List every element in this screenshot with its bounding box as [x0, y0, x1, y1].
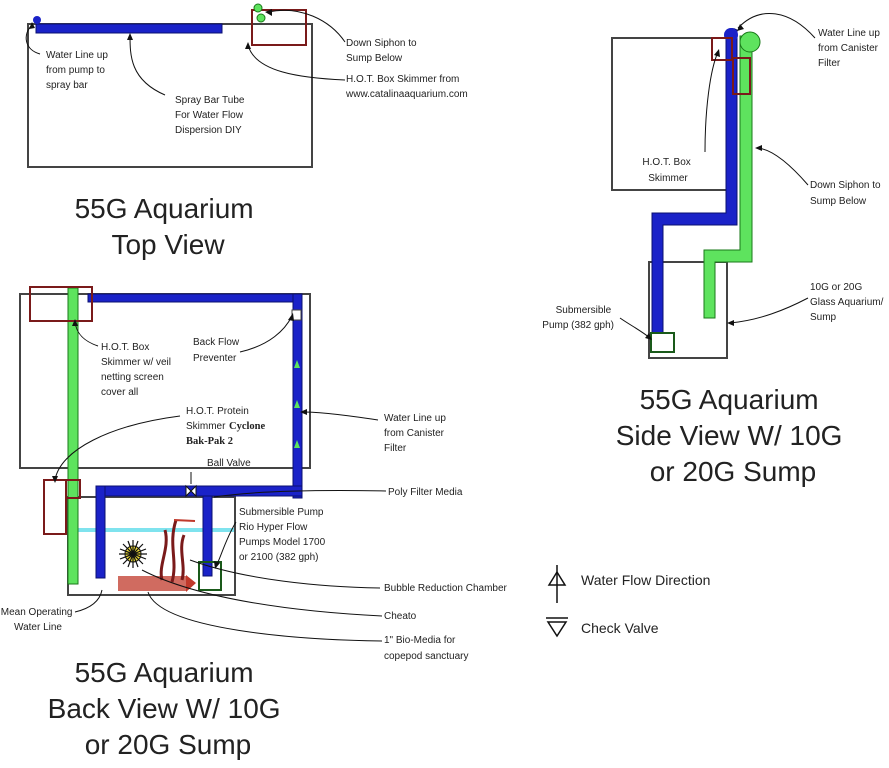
legend-flow-label: Water Flow Direction — [581, 572, 710, 588]
leader-arrowhead — [755, 145, 762, 151]
leader-arrowhead — [727, 320, 734, 326]
title-side-view: 55G Aquarium Side View W/ 10G or 20G Sum… — [616, 384, 850, 487]
leader-arrowhead — [245, 42, 251, 49]
leader-down-siphon-top — [267, 9, 346, 43]
top-view-siphon-b — [256, 13, 266, 23]
label-poly-filter: Poly Filter Media — [388, 487, 463, 498]
side-view-hot-box-back — [732, 57, 751, 95]
label-back-protein: H.O.T. Protein Skimmer — [186, 406, 252, 432]
back-view-cheato — [119, 540, 147, 568]
leader-side-down-siphon — [757, 147, 809, 186]
leader-side-sump — [729, 297, 809, 324]
back-view-spray-bar — [87, 293, 297, 303]
leader-bio-media — [147, 591, 383, 642]
leader-arrowhead — [737, 24, 744, 31]
top-view-pump-inlet — [33, 16, 41, 24]
leader-arrowhead — [29, 22, 35, 29]
leader-back-water-line — [302, 411, 379, 421]
label-side-sump: 10G or 20G Glass Aquarium/ Sump — [810, 282, 886, 323]
label-spray-bar: Spray Bar Tube For Water Flow Dispersion… — [175, 95, 247, 136]
label-ball-valve: Ball Valve — [207, 458, 251, 469]
back-view-siphon — [67, 287, 79, 585]
leader-poly-filter — [213, 490, 387, 498]
leader-side-pump — [619, 317, 651, 339]
back-view-protein-skimmer-neck — [65, 479, 81, 499]
back-view-protein-skimmer — [43, 479, 67, 535]
top-view-spray-bar — [35, 23, 223, 34]
side-view-sump — [648, 261, 728, 359]
leader-spray-bar — [129, 34, 166, 96]
legend: Water Flow Direction Check Valve — [546, 565, 710, 638]
label-back-flow: Back Flow Preventer — [193, 337, 242, 364]
label-back-water-line: Water Line up from Canister Filter — [384, 413, 449, 454]
label-back-protein-model: Cyclone Bak-Pak 2 — [186, 421, 268, 447]
top-view: Water Line up from pump to spray bar Spr… — [25, 3, 468, 260]
leader-mean-line — [74, 589, 103, 613]
label-side-down-siphon: Down Siphon to Sump Below — [810, 180, 883, 207]
leader-arrowhead — [214, 561, 220, 569]
leader-arrowhead — [300, 409, 307, 415]
label-down-siphon-top: Down Siphon to Sump Below — [346, 38, 419, 64]
back-view-water-line — [69, 528, 234, 532]
back-view-bubble-chamber — [159, 519, 186, 583]
back-view: H.O.T. Box Skimmer w/ veil netting scree… — [1, 286, 508, 760]
leader-back-flow — [239, 315, 293, 353]
label-side-hot-box: H.O.T. Box Skimmer — [642, 157, 693, 184]
label-bubble: Bubble Reduction Chamber — [384, 583, 508, 594]
leader-arrowhead — [265, 9, 272, 16]
back-view-return-riser — [292, 293, 303, 499]
side-view-pump — [650, 332, 675, 353]
back-view-flow-red — [173, 519, 196, 522]
back-view-return-horizontal — [95, 485, 303, 497]
leader-arrowhead — [714, 49, 720, 57]
label-back-hot-box: H.O.T. Box Skimmer w/ veil netting scree… — [101, 342, 174, 398]
label-side-pump: Submersible Pump (382 gph) — [542, 305, 614, 331]
leader-arrowhead — [72, 319, 78, 326]
label-side-water-line: Water Line up from Canister Filter — [818, 28, 883, 69]
side-view-hot-box — [711, 37, 733, 61]
label-submersible: Submersible Pump Rio Hyper Flow Pumps Mo… — [239, 507, 328, 563]
label-top-water-line: Water Line up from pump to spray bar — [46, 50, 111, 91]
flow-direction-icon — [547, 565, 567, 603]
check-valve-icon — [546, 617, 568, 638]
back-view-pump — [198, 561, 222, 591]
side-view-green-pipe — [703, 35, 753, 319]
title-top-view: 55G Aquarium Top View — [75, 193, 262, 260]
leader-side-water-line — [737, 13, 816, 39]
title-back-view: 55G Aquarium Back View W/ 10G or 20G Sum… — [48, 657, 289, 760]
top-view-siphon-a — [253, 3, 263, 13]
legend-check-label: Check Valve — [581, 620, 659, 636]
back-view-pump-riser — [202, 495, 213, 577]
leader-side-hot-box — [704, 51, 719, 153]
back-view-ball-valve — [185, 484, 197, 498]
label-mean-line: Mean Operating Water Line — [1, 607, 76, 633]
back-view-flow-arrows — [294, 360, 300, 448]
label-bio-media: 1" Bio-Media for copepod sanctuary — [384, 635, 469, 662]
leader-back-protein — [54, 415, 181, 481]
side-view-siphon-elbow — [739, 31, 761, 53]
leader-arrowhead — [645, 333, 652, 340]
leader-arrowhead — [52, 476, 58, 483]
back-view-bio-media — [118, 576, 186, 591]
side-view: Water Line up from Canister Filter H.O.T… — [542, 13, 886, 487]
leader-arrowhead — [288, 313, 294, 321]
back-view-return-drop — [95, 485, 106, 579]
leader-hot-box-top — [247, 44, 346, 81]
leader-cheato — [141, 569, 383, 617]
label-hot-box-top: H.O.T. Box Skimmer from www.catalinaaqua… — [345, 74, 468, 100]
label-cheato: Cheato — [384, 611, 417, 622]
leader-arrowhead — [127, 33, 133, 40]
leader-bubble — [189, 559, 381, 589]
back-view-hot-box — [29, 286, 93, 322]
